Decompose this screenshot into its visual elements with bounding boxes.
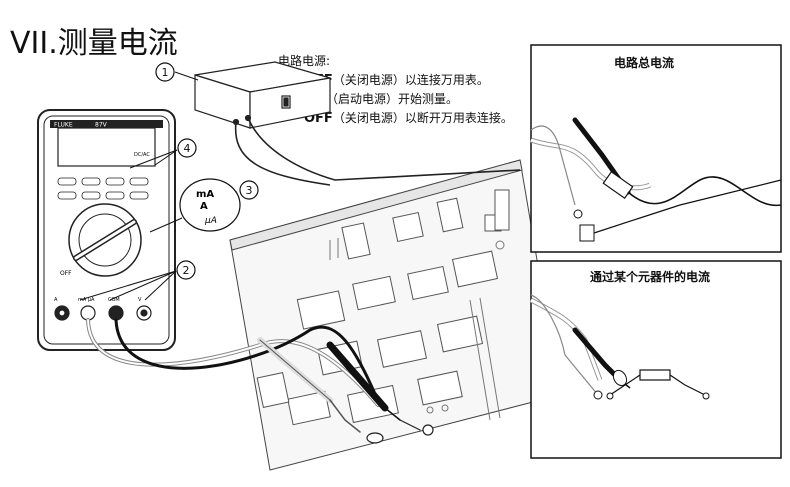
detail-panel-bottom: [531, 261, 781, 458]
meter-brand: FLUKE: [54, 122, 73, 129]
range-label-ma: mA: [196, 189, 214, 200]
panel-title-component-current: 通过某个元器件的电流: [590, 268, 710, 285]
panel-title-total-current: 电路总电流: [614, 54, 674, 71]
callout-2: 2: [183, 264, 190, 277]
callout-1: 1: [162, 66, 169, 79]
circuit-board: [230, 160, 560, 470]
meter-model: 87V: [95, 122, 108, 129]
detail-panel-top: [531, 45, 781, 252]
callout-4: 4: [184, 142, 191, 155]
power-supply: [195, 62, 330, 128]
callout-3: 3: [246, 184, 253, 197]
jack-label-v: V: [138, 297, 142, 303]
meter-mode-label: DC/AC: [134, 152, 150, 158]
range-label-a: A: [200, 201, 208, 212]
jack-label-a: A: [54, 297, 58, 303]
range-label-ua: μA: [204, 216, 217, 226]
meter-off-label: OFF: [60, 270, 72, 277]
